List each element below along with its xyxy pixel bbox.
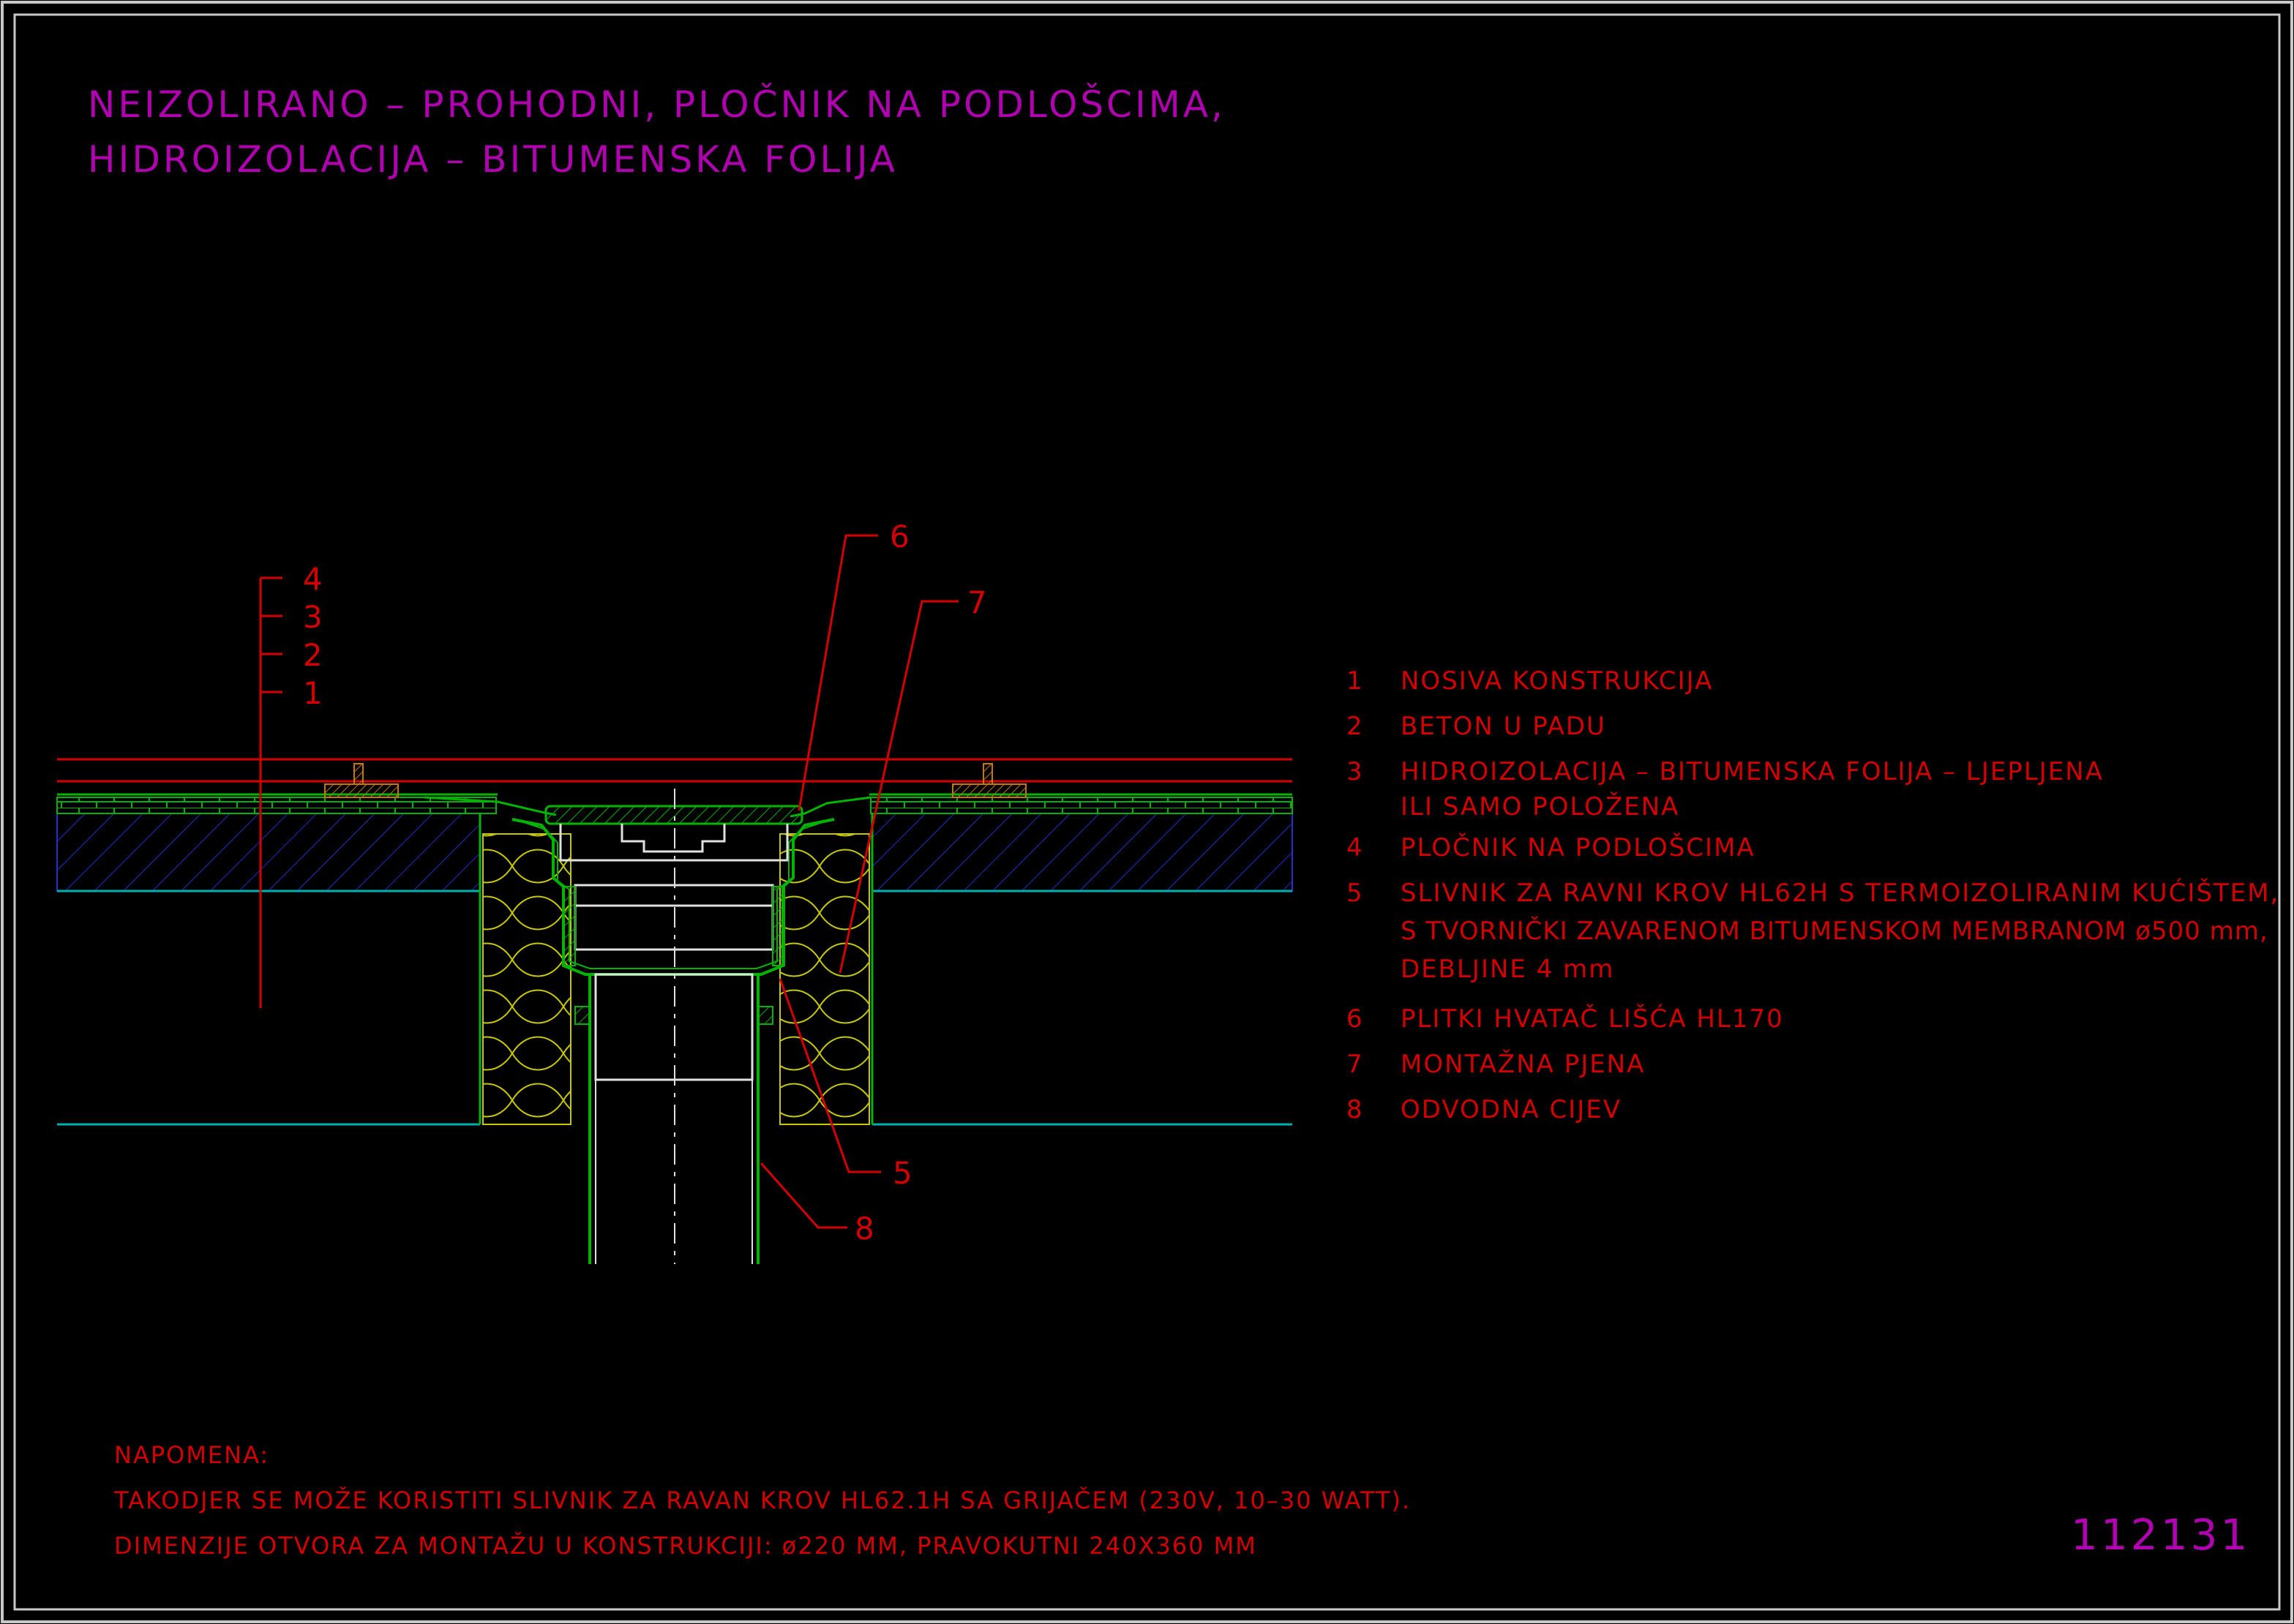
legend-text-1: NOSIVA KONSTRUKCIJA bbox=[1401, 666, 1713, 696]
callout-8: 8 bbox=[855, 1211, 874, 1247]
legend-text-5b: S TVORNIČKI ZAVARENOM BITUMENSKOM MEMBRA… bbox=[1401, 916, 2268, 946]
layer-tag-label-3: 3 bbox=[303, 599, 323, 635]
note-line-2: DIMENZIJE OTVORA ZA MONTAŽU U KONSTRUKCI… bbox=[114, 1532, 1257, 1560]
pedestal-right bbox=[952, 763, 1027, 798]
layer-tag-label-1: 1 bbox=[303, 675, 323, 711]
foam-left bbox=[482, 833, 571, 1125]
callout-7: 7 bbox=[967, 584, 987, 620]
legend-text-3a: HIDROIZOLACIJA – BITUMENSKA FOLIJA – LJE… bbox=[1401, 757, 2104, 786]
callout-5: 5 bbox=[893, 1155, 912, 1191]
leader-7 bbox=[839, 600, 959, 974]
drawing-title-line-2: HIDROIZOLACIJA – BITUMENSKA FOLIJA bbox=[88, 138, 898, 181]
note-line-1: TAKODJER SE MOŽE KORISTITI SLIVNIK ZA RA… bbox=[113, 1486, 1411, 1514]
legend-text-3b: ILI SAMO POLOŽENA bbox=[1401, 792, 1679, 822]
legend-text-5c: DEBLJINE 4 mm bbox=[1401, 955, 1614, 984]
screed-left bbox=[56, 797, 497, 814]
legend-num-5: 5 bbox=[1346, 879, 1362, 908]
layer-tag-label-4: 4 bbox=[303, 561, 323, 597]
socket-wall-left bbox=[563, 886, 576, 966]
legend-num-7: 7 bbox=[1346, 1050, 1362, 1079]
foam-right bbox=[779, 833, 870, 1125]
legend-text-5a: SLIVNIK ZA RAVNI KROV HL62H S TERMOIZOLI… bbox=[1401, 878, 2279, 908]
legend-num-3: 3 bbox=[1346, 757, 1362, 786]
pedestal-left bbox=[324, 763, 399, 798]
socket-wall-right bbox=[772, 886, 785, 966]
screed-right bbox=[870, 797, 1293, 814]
callout-6: 6 bbox=[890, 519, 910, 555]
legend-text-7: MONTAŽNA PJENA bbox=[1401, 1049, 1645, 1079]
pipe-seal-left bbox=[574, 1006, 591, 1025]
inner-frame bbox=[13, 13, 2281, 1611]
drain-housing-inner bbox=[523, 822, 823, 969]
legend-num-6: 6 bbox=[1346, 1004, 1362, 1034]
note-block: NAPOMENA: TAKODJER SE MOŽE KORISTITI SLI… bbox=[113, 1441, 1411, 1560]
note-label: NAPOMENA: bbox=[114, 1441, 269, 1469]
drawing-title-line-1: NEIZOLIRANO – PROHODNI, PLOČNIK NA PODLO… bbox=[88, 83, 1226, 126]
roof-drain-section: 4 3 2 1 6 7 5 8 bbox=[56, 519, 1293, 1264]
slab-left bbox=[56, 813, 481, 892]
legend-text-4: PLOČNIK NA PODLOŠCIMA bbox=[1401, 832, 1755, 862]
legend-text-2: BETON U PADU bbox=[1401, 712, 1606, 741]
legend: 1 NOSIVA KONSTRUKCIJA 2 BETON U PADU 3 H… bbox=[1346, 666, 2279, 1124]
slab-right bbox=[872, 813, 1293, 892]
layer-tag-label-2: 2 bbox=[303, 637, 323, 673]
legend-num-8: 8 bbox=[1346, 1095, 1362, 1124]
legend-text-6: PLITKI HVATAČ LIŠĆA HL170 bbox=[1401, 1004, 1784, 1034]
drawing-number: 112131 bbox=[2071, 1510, 2250, 1560]
legend-num-2: 2 bbox=[1346, 712, 1362, 741]
leader-8 bbox=[760, 1162, 847, 1229]
pipe-seal-right bbox=[757, 1006, 773, 1025]
legend-num-4: 4 bbox=[1346, 833, 1362, 862]
legend-num-1: 1 bbox=[1346, 666, 1362, 696]
leader-5 bbox=[779, 978, 881, 1173]
leader-6 bbox=[798, 534, 878, 811]
legend-text-8: ODVODNA CIJEV bbox=[1401, 1095, 1622, 1124]
